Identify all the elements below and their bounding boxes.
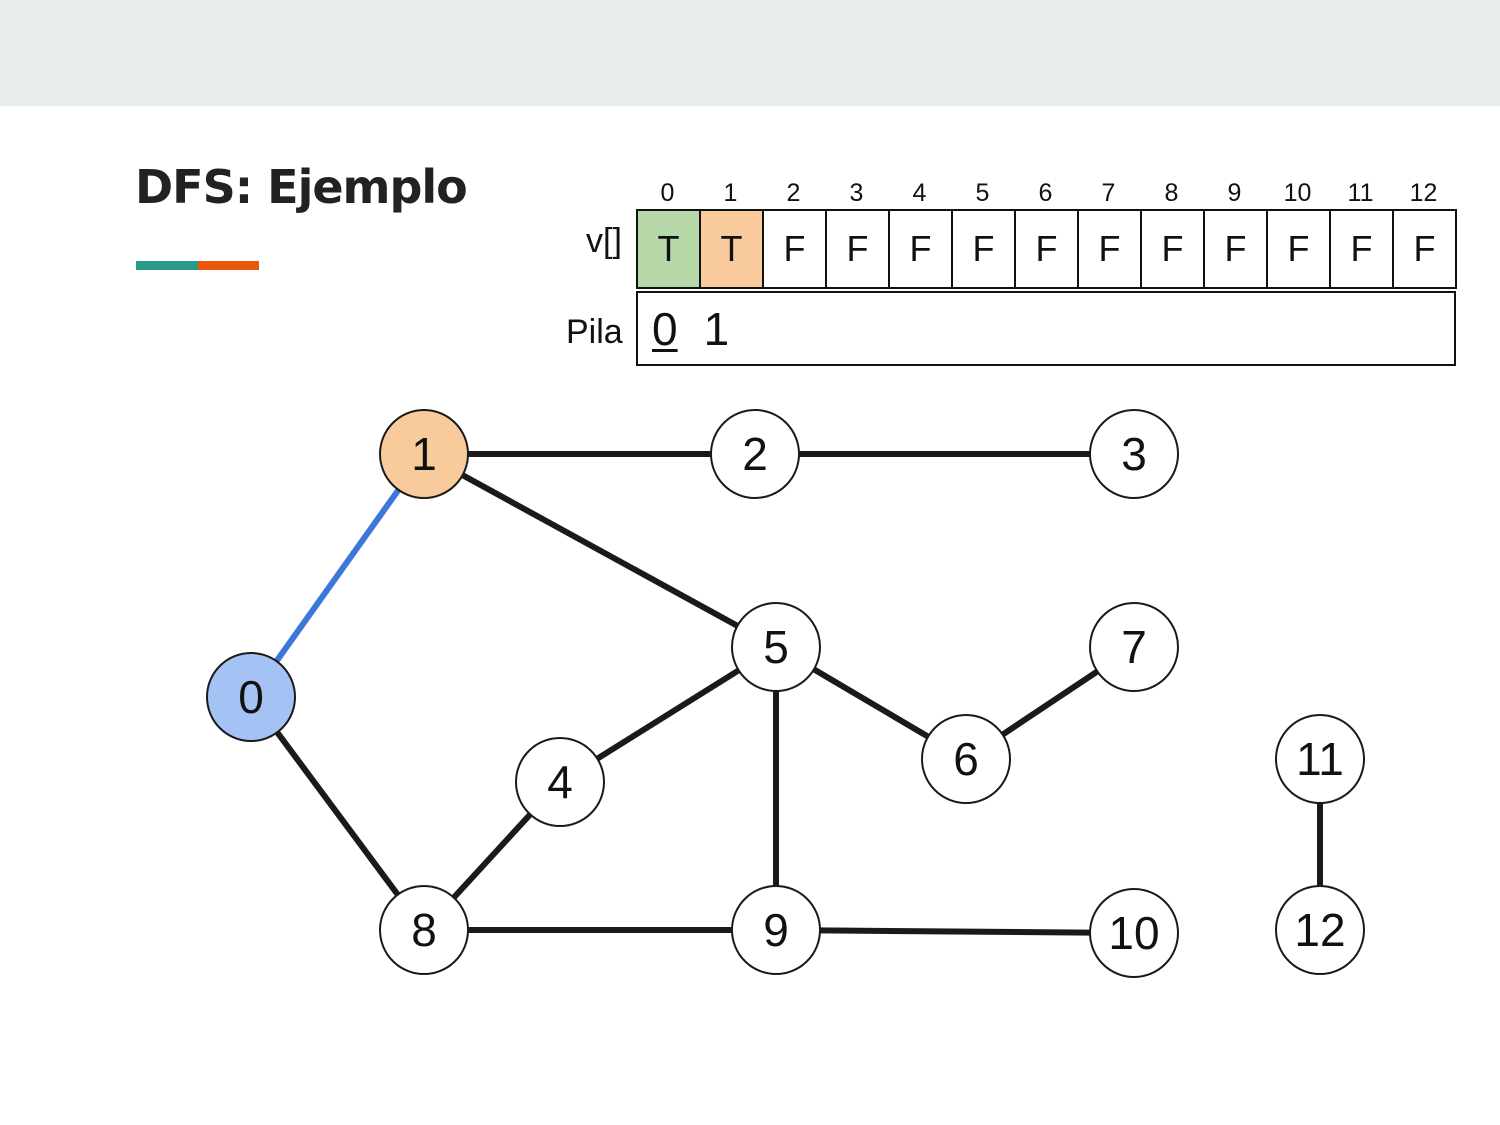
visited-index-5: 5 [975, 179, 990, 207]
node-1: 1 [379, 409, 469, 499]
visited-index-7: 7 [1101, 179, 1116, 207]
top-band [0, 0, 1500, 106]
visited-cell-10: F [1268, 211, 1331, 287]
node-10: 10 [1089, 888, 1179, 978]
node-8: 8 [379, 885, 469, 975]
edge-0-1 [248, 452, 427, 699]
visited-cell-0: T [638, 211, 701, 287]
node-label-12: 12 [1294, 904, 1345, 956]
node-circle-8 [379, 885, 469, 975]
node-label-10: 10 [1108, 907, 1159, 959]
node-label-2: 2 [742, 428, 768, 480]
stack-item-1: 1 [703, 303, 730, 355]
node-4: 4 [515, 737, 605, 827]
node-circle-6 [921, 714, 1011, 804]
visited-cell-4: F [890, 211, 953, 287]
node-circle-4 [515, 737, 605, 827]
stack-label: Pila [566, 313, 623, 351]
node-circle-2 [710, 409, 800, 499]
node-label-7: 7 [1121, 621, 1147, 673]
visited-cell-3: F [827, 211, 890, 287]
visited-cell-7: F [1079, 211, 1142, 287]
visited-index-6: 6 [1038, 179, 1053, 207]
visited-cell-6: F [1016, 211, 1079, 287]
accent-segment-orange [198, 261, 259, 270]
node-label-9: 9 [763, 904, 789, 956]
node-circle-12 [1275, 885, 1365, 975]
visited-cell-11: F [1331, 211, 1394, 287]
node-9: 9 [731, 885, 821, 975]
visited-index-4: 4 [912, 179, 927, 207]
node-12: 12 [1275, 885, 1365, 975]
edge-0-8 [248, 695, 427, 932]
node-circle-3 [1089, 409, 1179, 499]
node-label-0: 0 [238, 671, 264, 723]
visited-array-label: v[] [586, 222, 622, 260]
node-label-11: 11 [1296, 733, 1344, 785]
visited-cell-8: F [1142, 211, 1205, 287]
visited-index-12: 12 [1409, 179, 1438, 207]
visited-index-2: 2 [786, 179, 801, 207]
node-circle-9 [731, 885, 821, 975]
visited-cell-12: F [1394, 211, 1457, 287]
slide-title: DFS: Ejemplo [135, 160, 468, 214]
accent-segment-teal [136, 261, 198, 270]
visited-cell-9: F [1205, 211, 1268, 287]
graph-edges [248, 451, 1323, 936]
node-label-6: 6 [953, 733, 979, 785]
node-label-8: 8 [411, 904, 437, 956]
node-11: 11 [1275, 714, 1365, 804]
node-circle-5 [731, 602, 821, 692]
node-7: 7 [1089, 602, 1179, 692]
node-label-3: 3 [1121, 428, 1147, 480]
node-6: 6 [921, 714, 1011, 804]
visited-index-0: 0 [660, 179, 675, 207]
node-0: 0 [206, 652, 296, 742]
node-circle-10 [1089, 888, 1179, 978]
node-circle-1 [379, 409, 469, 499]
node-circle-11 [1275, 714, 1365, 804]
node-circle-7 [1089, 602, 1179, 692]
visited-cell-5: F [953, 211, 1016, 287]
visited-index-11: 11 [1347, 179, 1374, 207]
edge-1-5 [422, 451, 778, 650]
visited-index-8: 8 [1164, 179, 1179, 207]
stack-item-0: 0 [652, 303, 678, 355]
visited-index-1: 1 [723, 179, 738, 207]
node-label-4: 4 [547, 756, 573, 808]
visited-cell-2: F [764, 211, 827, 287]
node-label-1: 1 [411, 428, 437, 480]
title-accent-bar [136, 261, 259, 270]
visited-index-3: 3 [849, 179, 864, 207]
node-2: 2 [710, 409, 800, 499]
visited-index-10: 10 [1283, 179, 1312, 207]
visited-cell-1: T [701, 211, 764, 287]
node-5: 5 [731, 602, 821, 692]
node-3: 3 [1089, 409, 1179, 499]
edge-9-10 [775, 927, 1135, 936]
visited-index-9: 9 [1227, 179, 1242, 207]
node-circle-0 [206, 652, 296, 742]
node-label-5: 5 [763, 621, 789, 673]
